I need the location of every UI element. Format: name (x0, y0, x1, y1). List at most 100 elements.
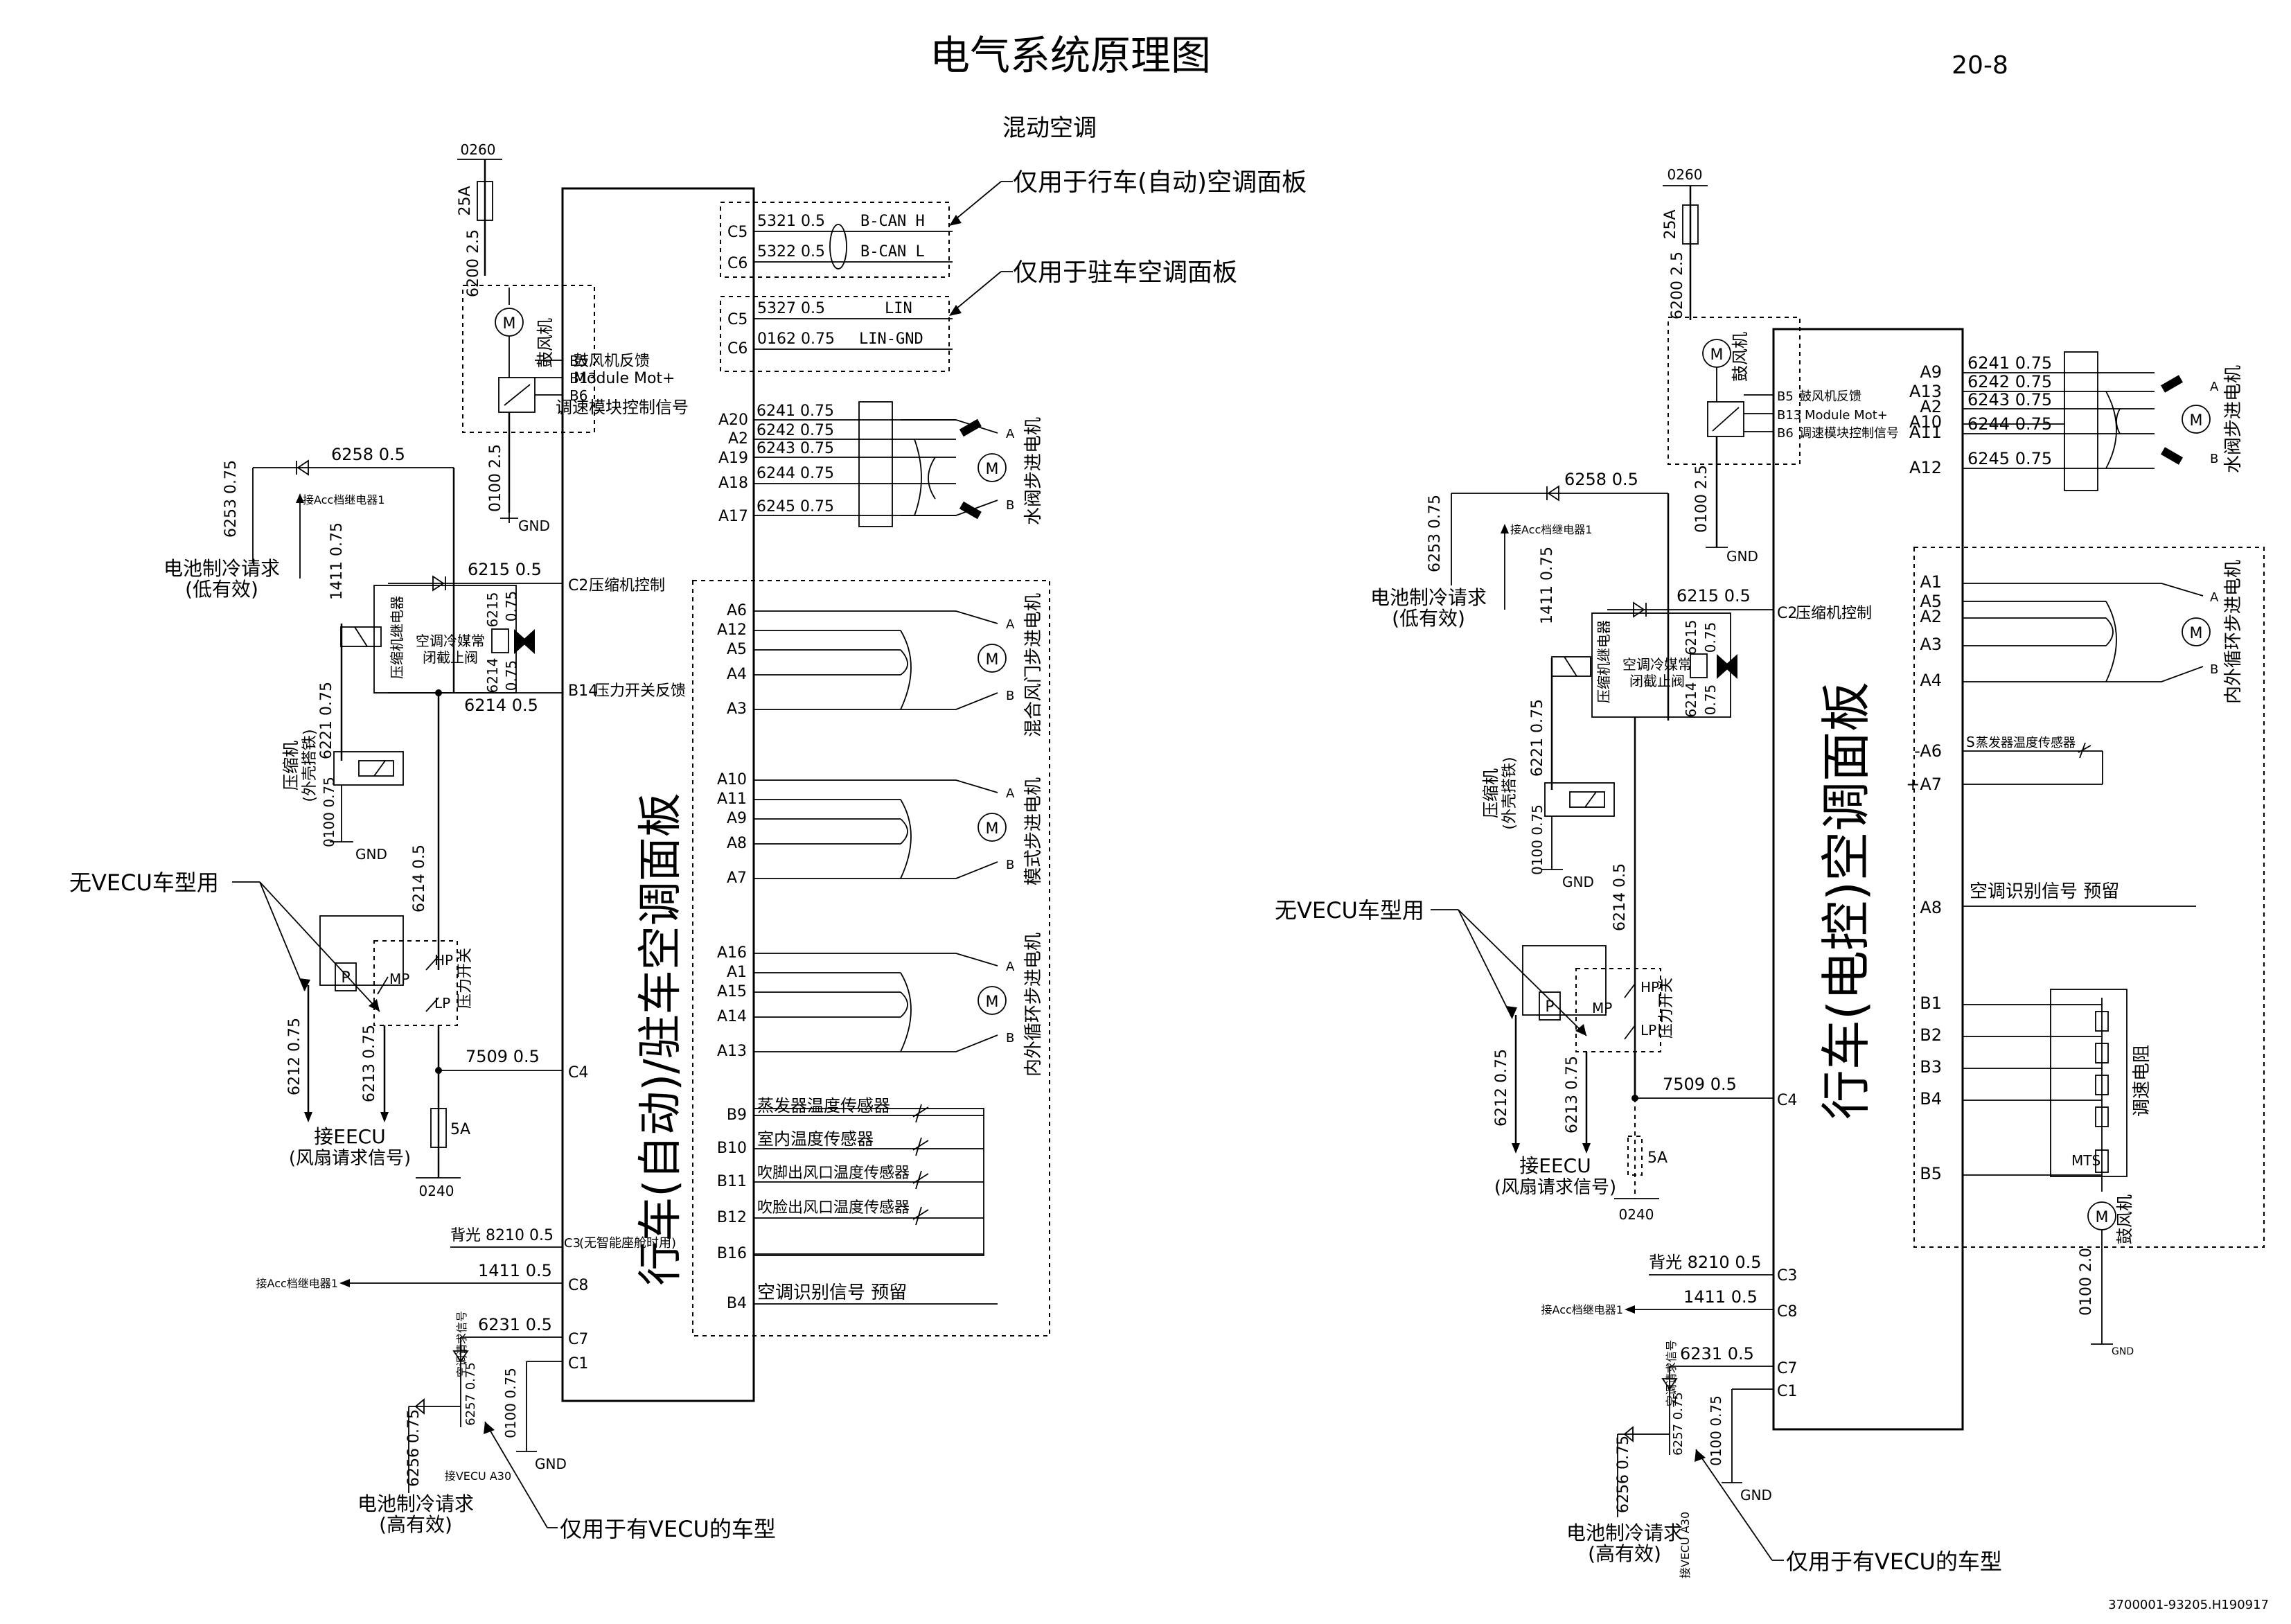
right-panel-box (1772, 328, 1964, 1431)
left-pin-b13-text: Module Mot+ (574, 370, 675, 387)
left-mp-label: MP (389, 971, 409, 987)
svg-text:A: A (1006, 786, 1015, 801)
left-note-park-arrowhead (949, 305, 962, 316)
left-sensor-pin-5: B16 (717, 1245, 747, 1262)
left-mode-pin-1: A10 (717, 771, 747, 788)
left-recirc-pin-2: A1 (727, 964, 747, 981)
right-blower-label: 鼓风机 (1731, 332, 1750, 382)
right-valve-coil-icon (1690, 653, 1708, 678)
right-wire-6256: 6256 0.75 (1615, 1436, 1632, 1513)
left-p-label: P (341, 969, 350, 987)
left-thermistor-icon-3 (912, 1170, 929, 1190)
right-pin-b13-text: Module Mot+ (1805, 408, 1888, 423)
left-fuse-5a-circuit: 0240 (419, 1183, 454, 1199)
left-pin-b5-text: 鼓风机反馈 (574, 353, 650, 370)
right-pin-c3: C3 (1777, 1267, 1797, 1285)
right-no-vecu-arrowhead-2 (1575, 1024, 1586, 1036)
svg-text:B: B (1006, 689, 1014, 703)
left-pin-b5: B5 (569, 353, 587, 369)
right-blower2-gnd: GND (2112, 1346, 2134, 1357)
left-wire-6213: 6213 0.75 (361, 1025, 378, 1102)
left-recirc-pin-4: A14 (717, 1008, 747, 1025)
right-wire-0100: 0100 0.75 (1708, 1395, 1724, 1466)
left-lin-signal-2: LIN-GND (859, 330, 923, 348)
left-lin-pin-2: C6 (727, 340, 748, 358)
svg-text:A: A (2210, 380, 2219, 394)
right-evap-pin-pos: +A7 (1906, 775, 1942, 794)
right-acc-relay-2: 接Acc档继电器1 (1541, 1303, 1623, 1316)
left-recirc-pin-3: A15 (717, 983, 747, 1000)
right-blower-module-box (1668, 317, 1801, 465)
right-eecu-label: 接EECU (1519, 1154, 1591, 1177)
right-wv-pin-3: A2 (1920, 397, 1942, 416)
right-wv-pin-6: A12 (1909, 458, 1942, 477)
left-panel-label: 行车(自动)/驻车空调面板 (635, 793, 687, 1286)
left-mode-motor-label: 模式步进电机 (1023, 777, 1044, 885)
right-compressor-relay-label: 压缩机继电器 (1595, 620, 1612, 703)
left-compressor-box (333, 751, 404, 786)
left-blower-module-box (462, 285, 595, 433)
left-blower-gnd: GND (518, 518, 550, 534)
right-compressor-gnd-wire: 0100 0.75 (1529, 804, 1546, 875)
left-valve-label: 空调冷媒常 (416, 633, 485, 649)
right-wv-wire-3: 6243 0.75 (1967, 390, 2052, 409)
right-acc-relay-arrow-2-icon (1625, 1305, 1635, 1314)
right-battery-request-low-2: (低有效) (1392, 607, 1465, 630)
right-wire-7509: 7509 0.5 (1663, 1075, 1737, 1094)
left-can-pin-2: C6 (727, 255, 748, 272)
right-wv-pin-1: A9 (1920, 362, 1942, 382)
left-diode-6215-icon (432, 575, 445, 592)
left-eecu-label-2: (风扇请求信号) (289, 1148, 411, 1169)
left-blower-label: 鼓风机 (536, 318, 555, 368)
right-a8-label: 空调识别信号 预留 (1970, 881, 2119, 902)
left-can-rows: C5 5321 0.5 B-CAN H C6 5322 0.5 B-CAN L … (727, 213, 953, 358)
left-lin-wire-2: 0162 0.75 (757, 330, 835, 348)
right-fuse-25a (1682, 204, 1699, 245)
left-fuse-25a (477, 181, 493, 221)
left-wire-6253: 6253 0.75 (222, 460, 240, 538)
left-valve-wire-6215: 6215 (484, 592, 501, 628)
right-sr-pin-3: B3 (1920, 1057, 1942, 1077)
left-can-pin-1: C5 (727, 224, 748, 241)
left-wv-pin-4: A18 (718, 475, 748, 492)
right-recirc-motor: A1 A5 A2 A3 A4 M A B 内外循环步进电机 (1920, 560, 2244, 704)
svg-text:B: B (2210, 452, 2218, 466)
right-wv-pin-2: A13 (1909, 382, 1942, 401)
left-wv-pin-2: A2 (728, 430, 748, 448)
svg-text:M: M (503, 315, 516, 333)
svg-text:B: B (1006, 1031, 1014, 1045)
right-pin-c1: C1 (1777, 1383, 1797, 1400)
left-acc-relay-arrow-icon (296, 493, 304, 503)
right-blower2-gnd-wire: 0100 2.0 (2078, 1248, 2095, 1316)
left-pin-c1: C1 (568, 1355, 588, 1373)
left-note-park: 仅用于驻车空调面板 (1013, 258, 1237, 287)
right-a8-pin: A8 (1920, 898, 1942, 917)
right-hp-label: HP (1640, 979, 1659, 996)
right-recirc-pin-4: A3 (1920, 635, 1942, 654)
left-fuse-5a-rating: 5A (450, 1121, 470, 1138)
diagram-subtitle: 混动空调 (1002, 114, 1097, 142)
right-compressor-label: 压缩机 (1481, 768, 1501, 818)
left-lin-signal-1: LIN (885, 300, 912, 317)
left-no-vecu-arrowhead-1 (299, 978, 310, 991)
left-wv-pin-5: A17 (718, 508, 748, 525)
left-recirc-motor: A16 A1 A15 A14 A13 M A B 内外循环步进电机 (717, 933, 1044, 1077)
left-mode-pin-3: A9 (727, 810, 747, 827)
right-backlight: 背光 8210 0.5 (1649, 1253, 1762, 1272)
right-water-valve-connector (2064, 351, 2098, 491)
left-wire-1411: 1411 0.75 (328, 522, 346, 600)
left-wire-0100: 0100 0.75 (502, 1368, 519, 1438)
left-eecu-label: 接EECU (314, 1125, 385, 1148)
right-motor-sensor-box (1913, 547, 2265, 1248)
right-vecu-a30: 接VECU A30 (1679, 1512, 1692, 1578)
left-valve-coil-icon (491, 628, 509, 653)
left-mode-motor-icon (978, 813, 1007, 842)
left-water-valve-group: A20 6241 0.75 A2 6242 0.75 A19 6243 0.75… (718, 401, 1044, 527)
left-wire-6258: 6258 0.5 (331, 445, 405, 464)
left-battery-request-low-2: (低有效) (185, 578, 258, 601)
left-sensor-label-2: 室内温度传感器 (757, 1129, 874, 1149)
right-fuse-5a (1627, 1136, 1643, 1176)
right-pin-b6-text: 调速模块控制信号 (1799, 426, 1899, 441)
right-blower-gnd-wire: 0100 2.5 (1693, 465, 1710, 533)
